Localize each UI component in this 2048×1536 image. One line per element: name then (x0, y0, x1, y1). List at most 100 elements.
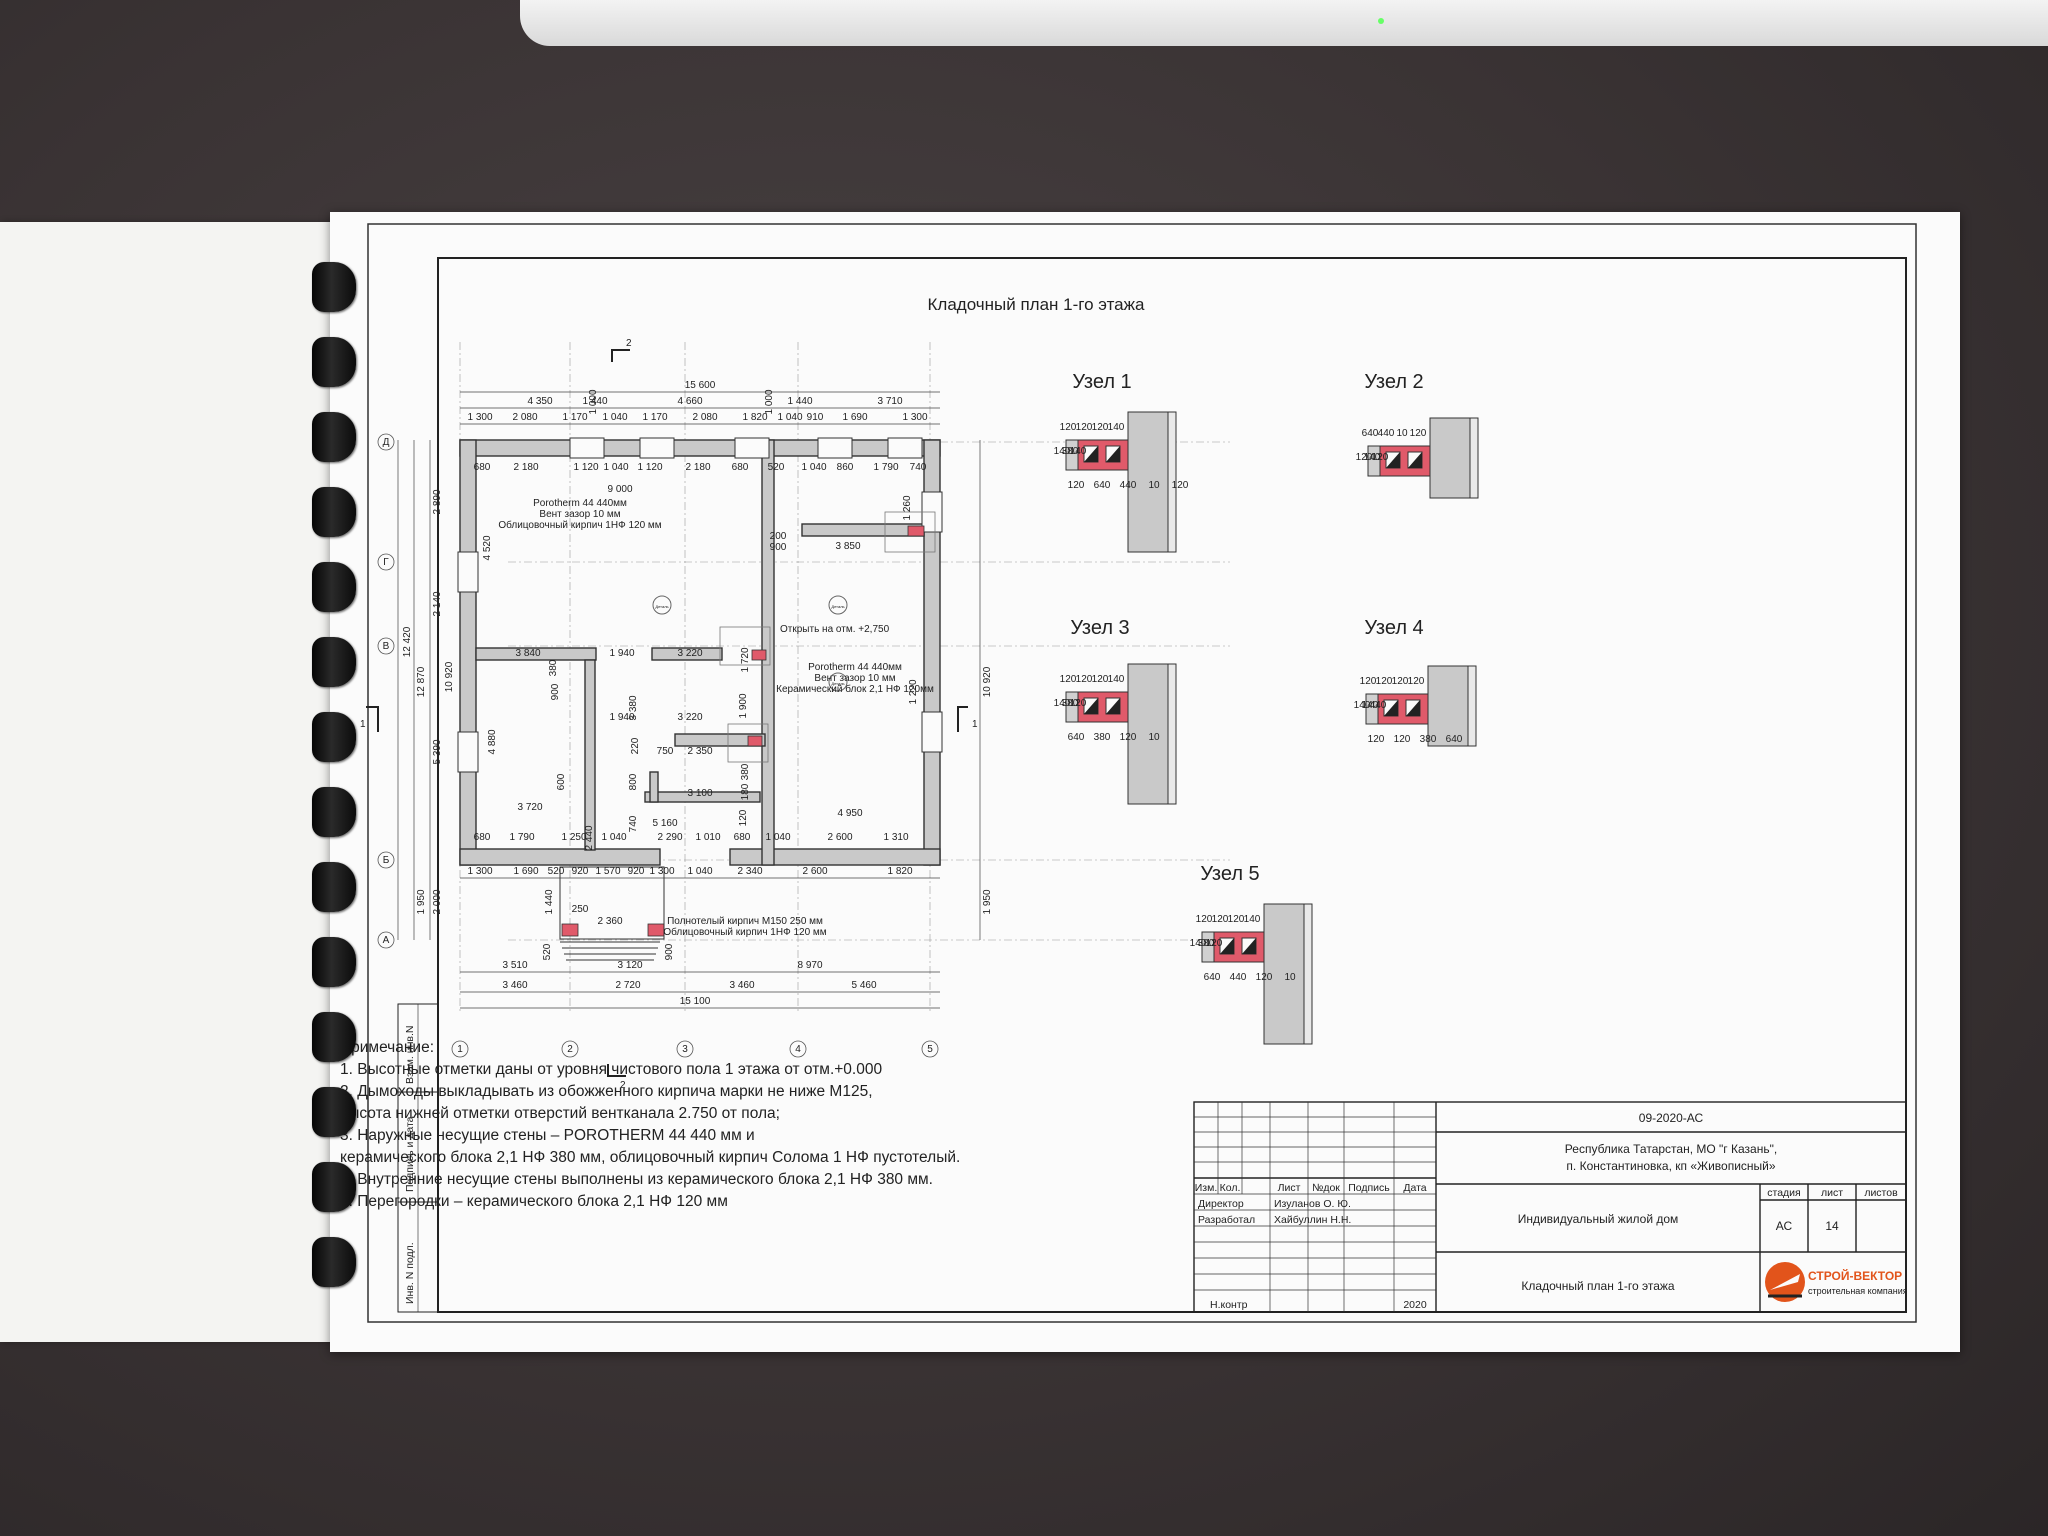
detail-tag-2: Деталь (831, 604, 844, 609)
stamp-address-1: Республика Татарстан, МО "г Казань", (1565, 1142, 1777, 1156)
callout-open: Открыть на отм. +2,750 (780, 624, 890, 635)
callout-solid-brick: Полнотелый кирпич М150 250 мм (667, 916, 823, 927)
dim-inside: 2 180 (685, 462, 710, 473)
floor-plan (366, 342, 1230, 1077)
dim-inside: 3 100 (687, 788, 712, 799)
dim-bottom-row1: 520 (548, 866, 565, 877)
device-edge (520, 0, 2048, 46)
dim-inside: 1 120 (637, 462, 662, 473)
stamp-sheet-label: лист (1821, 1187, 1843, 1199)
dim-left: 10 920 (444, 661, 455, 692)
dim-inside: 1 250 (561, 832, 586, 843)
node-2-title: Узел 2 (1364, 371, 1423, 393)
dim-left: 2 140 (432, 591, 443, 616)
dim-porch: 1 440 (544, 889, 555, 914)
axis-col-3: 3 (682, 1044, 688, 1055)
node-2-dim: 120 (1372, 452, 1389, 463)
dim-inside-vert: 600 (556, 773, 567, 790)
node-1-dim: 380 (1062, 446, 1079, 457)
dim-bottom-row3: 3 460 (502, 980, 527, 991)
node-1-dim: 120 (1060, 422, 1077, 433)
node-5-dim: 120 (1206, 938, 1223, 949)
node-5-dim: 120 (1212, 914, 1229, 925)
dim-top-row1: 4 350 (527, 396, 552, 407)
section-mark-1-left: 1 (360, 719, 366, 730)
node-4-dim: 440 (1370, 700, 1387, 711)
spiral-coil (312, 337, 356, 387)
node-3-dim: 120 (1120, 732, 1137, 743)
dim-inside: 1 120 (573, 462, 598, 473)
drawing-title: Кладочный план 1-го этажа (928, 295, 1145, 314)
node-5-dim: 640 (1204, 972, 1221, 983)
node-1-dim: 10 (1148, 480, 1160, 491)
node-5-dim: 120 (1196, 914, 1213, 925)
callouts: Porotherm 44 440мм Вент зазор 10 мм Обли… (498, 498, 934, 938)
callout-brick-left: Облицовочный кирпич 1НФ 120 мм (498, 519, 661, 531)
node-1-dim: 440 (1120, 480, 1137, 491)
dim-inside: 4 950 (837, 808, 862, 819)
node-1-dim: 640 (1094, 480, 1111, 491)
axis-row-v: В (383, 641, 390, 652)
dim-inside: 2 290 (657, 832, 682, 843)
node-3-dim: 120 (1076, 674, 1093, 685)
dim-inside: 2 180 (513, 462, 538, 473)
node-5-title: Узел 5 (1200, 863, 1259, 885)
stamp-col-kol: Кол. (1220, 1182, 1241, 1194)
dim-inside: 1 790 (873, 462, 898, 473)
dim-inside: 1 940 (609, 648, 634, 659)
inner-frame (437, 257, 1907, 1313)
axis-row-d: Д (383, 437, 390, 448)
spiral-coil (312, 262, 356, 312)
dim-bottom-row1: 1 300 (467, 866, 492, 877)
node-3-dim: 10 (1148, 732, 1160, 743)
node-4-dim: 120 (1360, 676, 1377, 687)
node-1-dim: 120 (1092, 422, 1109, 433)
callout-vent-right: Вент зазор 10 мм (814, 673, 895, 684)
axis-row-b: Б (383, 855, 390, 866)
spiral-coil (312, 712, 356, 762)
dim-inside-vert: 4 520 (482, 535, 493, 560)
axis-row-a: А (383, 935, 390, 946)
dim-inside-vert: 1 260 (902, 495, 913, 520)
dim-left: 1 950 (416, 889, 427, 914)
node-1-dim: 120 (1076, 422, 1093, 433)
dim-inside: 3 850 (835, 541, 860, 552)
spiral-coil (312, 412, 356, 462)
dim-inside: 680 (474, 462, 491, 473)
node-5-dim: 140 (1244, 914, 1261, 925)
dim-left: 12 420 (402, 626, 413, 657)
node-3-title: Узел 3 (1070, 617, 1129, 639)
dim-inside: 1 310 (883, 832, 908, 843)
dim-bottom-row3: 3 460 (729, 980, 754, 991)
node-3-dim: 120 (1092, 674, 1109, 685)
dim-bottom-row1: 920 (628, 866, 645, 877)
dim-inside: 2 350 (687, 746, 712, 757)
dim-inside-vert: 800 (628, 773, 639, 790)
node-1-dim: 140 (1108, 422, 1125, 433)
dim-bottom-row2: 3 510 (502, 960, 527, 971)
dim-inside: 2 600 (827, 832, 852, 843)
dim-inside: 3 840 (515, 648, 540, 659)
side-stamp-replace: Взам. инв.N (404, 1026, 416, 1084)
node-5-dim: 120 (1256, 972, 1273, 983)
node-4-dim: 120 (1394, 734, 1411, 745)
company-name: СТРОЙ-ВЕКТОР (1808, 1268, 1902, 1283)
note-line-4: 3. Наружные несущие стены – POROTHERM 44… (340, 1127, 755, 1144)
dim-inside: 860 (837, 462, 854, 473)
section-mark-2-bottom: 2 (620, 1080, 626, 1091)
section-mark-2: 2 (626, 338, 632, 349)
dim-right: 1 950 (982, 889, 993, 914)
dim-inside-vert: 1 720 (740, 647, 751, 672)
dim-inside-vert: 1 900 (738, 693, 749, 718)
dim-inside: 1 040 (601, 832, 626, 843)
callout-vent-left: Вент зазор 10 мм (539, 509, 620, 520)
dim-bottom-row1: 1 690 (513, 866, 538, 877)
dim-bottom-row1: 1 300 (649, 866, 674, 877)
note-line-7: 5. Перегородки – керамического блока 2,1… (340, 1193, 728, 1210)
node-5-dim: 120 (1228, 914, 1245, 925)
node-3-dim: 120 (1070, 698, 1087, 709)
stamp-year: 2020 (1403, 1299, 1427, 1311)
